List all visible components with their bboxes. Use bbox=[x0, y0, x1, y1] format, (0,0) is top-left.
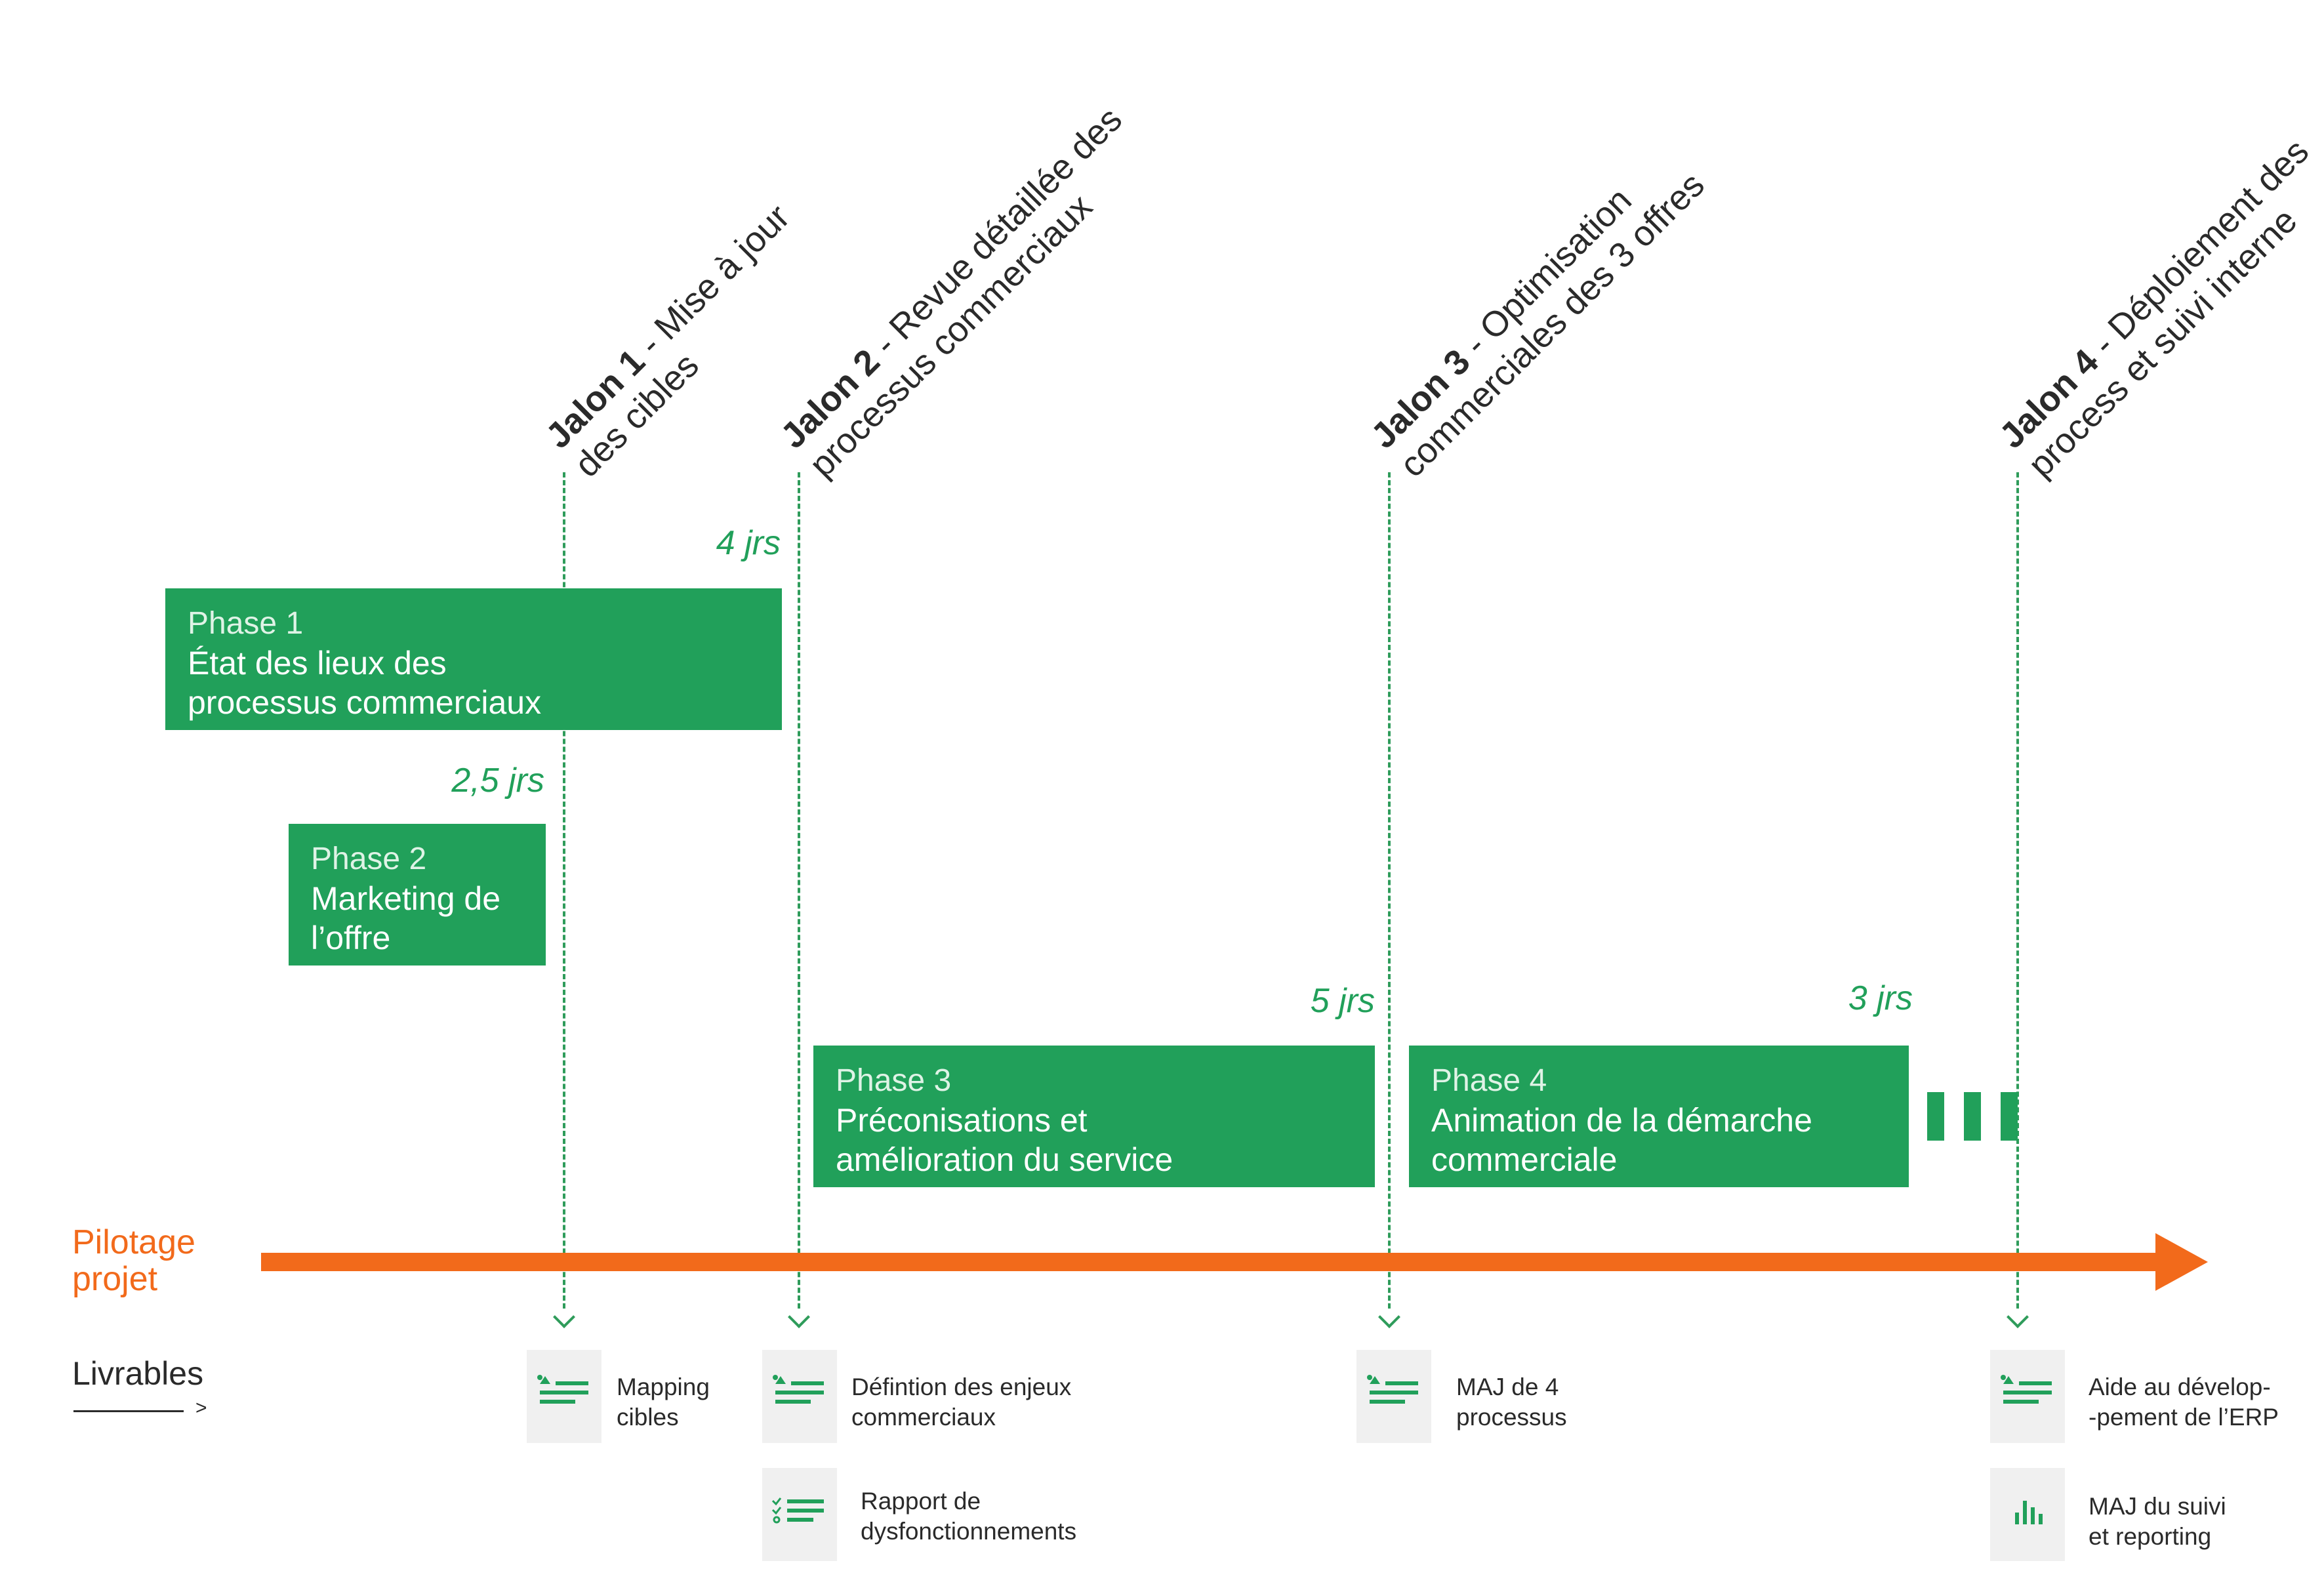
bar-chart-icon bbox=[1990, 1468, 2065, 1561]
continuation-bar bbox=[1964, 1092, 1981, 1141]
phase-1-box: Phase 1 État des lieux des processus com… bbox=[165, 588, 782, 730]
livrables-arrow: > bbox=[195, 1397, 207, 1419]
phase-1-label: Phase 1 bbox=[188, 606, 304, 641]
continuation-bar bbox=[1927, 1092, 1944, 1141]
jalon-2-label: Jalon 2 - Revue détaillée des processus … bbox=[773, 99, 1159, 485]
pilotage-text: Pilotage projet bbox=[72, 1223, 195, 1298]
phase-2-box: Phase 2 Marketing de l’offre bbox=[289, 824, 546, 966]
jalon-3-line bbox=[1388, 472, 1391, 1309]
phase-4-duration: 3 jrs bbox=[1848, 979, 1913, 1017]
jalon-1-label: Jalon 1 - Mise à jour des cibles bbox=[538, 197, 826, 485]
document-image-icon bbox=[527, 1350, 601, 1443]
phase-2-duration: 2,5 jrs bbox=[451, 762, 544, 800]
document-image-icon bbox=[1990, 1350, 2065, 1443]
deliverable-4-text: MAJ de 4 processus bbox=[1456, 1373, 1567, 1431]
arrow-right-icon bbox=[2155, 1233, 2208, 1291]
phase-4-label: Phase 4 bbox=[1431, 1063, 1547, 1098]
jalon-2-line bbox=[798, 472, 800, 1309]
phase-1-duration: 4 jrs bbox=[716, 524, 781, 562]
livrables-underline bbox=[73, 1410, 184, 1412]
phase-4-box: Phase 4 Animation de la démarche commerc… bbox=[1409, 1046, 1909, 1187]
deliverable-5-text: Aide au dévelop- -pement de l’ERP bbox=[2089, 1373, 2279, 1431]
phase-3-box: Phase 3 Préconisations et amélioration d… bbox=[813, 1046, 1375, 1187]
phase-3-title: Préconisations et amélioration du servic… bbox=[836, 1102, 1173, 1178]
jalon-2-text-2: processus commerciaux bbox=[802, 186, 1100, 485]
phase-3-duration: 5 jrs bbox=[1310, 982, 1375, 1020]
jalon-3-text-2: commerciales des 3 offres bbox=[1392, 165, 1712, 485]
chevron-down-icon bbox=[2007, 1306, 2029, 1328]
jalon-2-text-1: - Revue détaillée des bbox=[859, 99, 1130, 370]
phase-4-title: Animation de la démarche commerciale bbox=[1431, 1102, 1812, 1178]
jalon-4-text-2: process et suivi interne bbox=[2020, 201, 2305, 485]
chevron-down-icon bbox=[1378, 1306, 1400, 1328]
deliverable-1-text: Mapping cibles bbox=[617, 1373, 710, 1431]
timeline-arrow-line bbox=[261, 1253, 2161, 1271]
phase-1-title: État des lieux des processus commerciaux bbox=[188, 645, 542, 721]
document-image-icon bbox=[762, 1350, 837, 1443]
deliverable-2-text: Défintion des enjeux commerciaux bbox=[851, 1373, 1072, 1431]
pilotage-label: Pilotage projet bbox=[72, 1224, 195, 1297]
jalon-1-line bbox=[563, 472, 565, 1309]
phase-2-title: Marketing de l’offre bbox=[311, 880, 501, 956]
continuation-bar bbox=[2001, 1092, 2018, 1141]
jalon-4-label: Jalon 4 - Déploiement des process et sui… bbox=[1991, 131, 2324, 485]
phase-2-label: Phase 2 bbox=[311, 842, 427, 876]
chevron-down-icon bbox=[788, 1306, 810, 1328]
livrables-label: Livrables bbox=[72, 1355, 204, 1392]
deliverable-3-text: Rapport de dysfonctionnements bbox=[861, 1488, 1077, 1545]
deliverable-6-text: MAJ du suivi et reporting bbox=[2089, 1493, 2226, 1550]
checklist-icon bbox=[762, 1468, 837, 1561]
jalon-3-label: Jalon 3 - Optimisation commerciales des … bbox=[1363, 136, 1713, 485]
chevron-down-icon bbox=[553, 1306, 575, 1328]
jalon-4-line bbox=[2016, 472, 2019, 1309]
jalon-1-text-2: des cibles bbox=[567, 345, 706, 485]
document-image-icon bbox=[1356, 1350, 1431, 1443]
phase-3-label: Phase 3 bbox=[836, 1063, 952, 1098]
